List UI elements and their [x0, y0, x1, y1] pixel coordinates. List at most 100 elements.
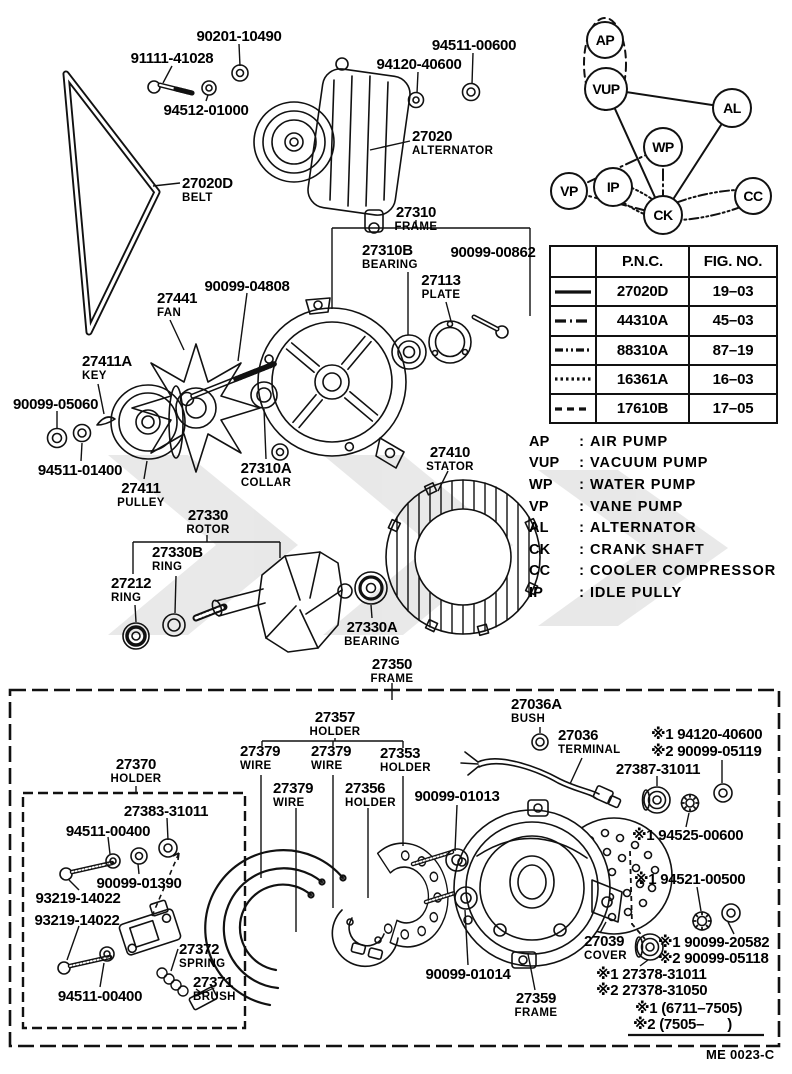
holder-27370-box: [21, 791, 247, 1030]
part-label-94511-00400: 94511-00400: [65, 823, 151, 840]
regulator-assembly-drawing: [57, 838, 218, 1011]
part-label-90099-00862: 90099-00862: [450, 245, 535, 261]
part-number: 91111-41028: [130, 50, 214, 67]
part-label-90201-10490: 90201-10490: [196, 29, 281, 45]
line-style-sample-dash-dot-dot: [551, 337, 595, 364]
washer-94511-01400-drawing: [72, 423, 92, 443]
belt-node-IP: IP: [593, 167, 633, 207]
part-caption: KEY: [82, 369, 107, 382]
part-label-94511-00600: 94511-00600: [431, 37, 517, 54]
brush-holder-sub-drawing: [331, 909, 399, 968]
part-label-91111-41028: 91111-41028: [131, 51, 214, 67]
part-number: 93219-14022: [34, 912, 120, 929]
table-header-cell: [551, 247, 595, 276]
part-caption: BEARING: [344, 635, 400, 648]
part-number: ※2 90099-05118: [658, 950, 769, 967]
part-number: ※1 94120-40600: [651, 726, 763, 743]
nut-90201-drawing: [231, 64, 249, 82]
part-number: 90099-01390: [96, 875, 182, 892]
belt-node-WP: WP: [643, 127, 683, 167]
part-number: ※1 90099-20582: [658, 934, 770, 951]
legend-name: COOLER COMPRESSOR: [590, 563, 777, 580]
legend-abbr: CC: [529, 563, 551, 580]
bolt-90099-00862-drawing: [471, 314, 509, 339]
pnc-cell: 16361A: [595, 365, 688, 393]
bearing-27310B-drawing: [391, 334, 427, 370]
legend-abbr: CK: [529, 541, 551, 558]
washer-94120-drawing: [407, 91, 425, 109]
legend-abbr: AL: [529, 520, 549, 537]
legend-abbr: VP: [529, 498, 549, 515]
part-number: 94511-00600: [431, 37, 517, 54]
part-label-90099-05060: 90099-05060: [13, 397, 98, 413]
part-number: 93219-14022: [35, 890, 121, 907]
part-label--2-90099-05119: ※2 90099-05119: [651, 743, 762, 760]
sheet-code: ME 0023-C: [706, 1047, 775, 1062]
part-number: 27113: [421, 272, 461, 289]
terminal-wire-drawing: [460, 751, 622, 809]
legend-abbr: WP: [529, 476, 553, 493]
part-number: 27020D: [182, 175, 233, 192]
legend-row-WP: WP:WATER PUMP: [529, 474, 776, 496]
part-label-90099-01013: 90099-01013: [414, 789, 499, 805]
part-caption: HOLDER: [309, 725, 361, 738]
washer-90099-01014-drawing: [454, 886, 478, 910]
part-caption: BUSH: [511, 712, 546, 725]
part-number: ※2 90099-05119: [651, 743, 762, 760]
fan-drawing: [131, 343, 261, 473]
part-number: ※1 27378-31011: [596, 966, 707, 983]
legend-row-AL: AL:ALTERNATOR: [529, 517, 776, 539]
part-caption: FAN: [157, 306, 182, 319]
legend-colon: :: [579, 520, 584, 537]
belt-node-AL: AL: [712, 88, 752, 128]
part-number: 27359: [515, 990, 557, 1007]
table-header-cell: P.N.C.: [595, 247, 688, 277]
part-caption: BELT: [182, 191, 213, 204]
legend-colon: :: [579, 498, 584, 515]
part-number: 94120-40600: [376, 56, 462, 73]
part-number: 27370: [115, 756, 157, 773]
part-label--2-90099-05118: ※2 90099-05118: [658, 950, 769, 967]
washer-94512-drawing: [201, 80, 217, 96]
belt-node-CC: CC: [734, 177, 772, 215]
fig-no-cell: 19–03: [688, 278, 776, 306]
legend-row-VP: VP:VANE PUMP: [529, 496, 776, 518]
part-number: 27350: [371, 656, 413, 673]
part-caption: STATOR: [426, 460, 474, 473]
nut-94511-00600-drawing: [461, 82, 481, 102]
legend-row-IP: IP:IDLE PULLY: [529, 582, 776, 604]
nut-90099-05060-drawing: [46, 427, 68, 449]
legend-row-VUP: VUP:VACUUM PUMP: [529, 453, 776, 475]
belt-node-AP: AP: [586, 21, 624, 59]
legend-name: CRANK SHAFT: [590, 541, 705, 558]
part-number: 27020: [412, 128, 453, 145]
line-style-sample-dash-dot: [551, 307, 595, 334]
fig-no-cell: 87–19: [688, 336, 776, 364]
part-caption: BEARING: [362, 258, 418, 271]
holder-screws-drawing: [410, 849, 461, 905]
ring-27330B-drawing: [162, 613, 186, 637]
part-label-93219-14022: 93219-14022: [34, 913, 119, 929]
line-style-sample-solid: [551, 278, 595, 305]
belt-node-VUP: VUP: [584, 67, 628, 111]
lockwasher-94521-drawing: [692, 911, 712, 931]
part-caption: COLLAR: [240, 476, 292, 489]
part-number: 94511-00400: [65, 823, 151, 840]
part-number: 27411: [121, 480, 161, 497]
part-label--2-7505-: ※2 (7505– ): [633, 1017, 732, 1033]
